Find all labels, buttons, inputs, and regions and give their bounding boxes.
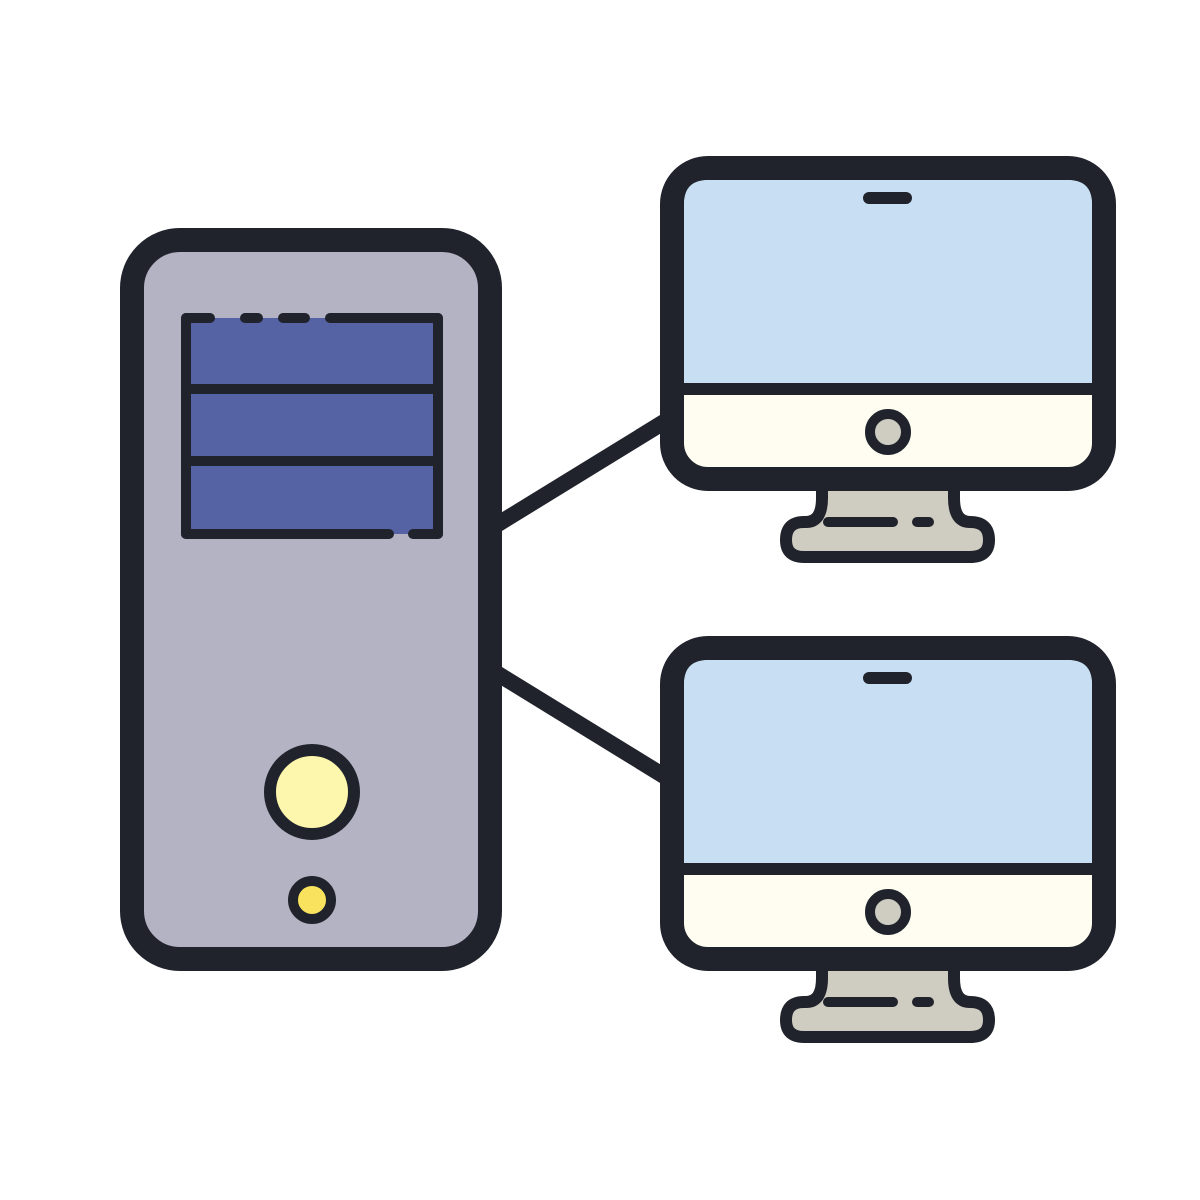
- monitor-button-icon: [865, 889, 911, 935]
- status-led-icon: [288, 876, 336, 924]
- power-button-icon: [264, 744, 360, 840]
- server-tower-icon: [120, 228, 502, 971]
- network-cable-icon: [493, 415, 669, 783]
- drive-bays: [181, 313, 443, 539]
- monitor-button-icon: [865, 409, 911, 455]
- monitor-screen: [684, 660, 1092, 869]
- monitor-screen: [684, 180, 1092, 389]
- monitor-icon: [660, 636, 1116, 1043]
- monitor-icon: [660, 156, 1116, 563]
